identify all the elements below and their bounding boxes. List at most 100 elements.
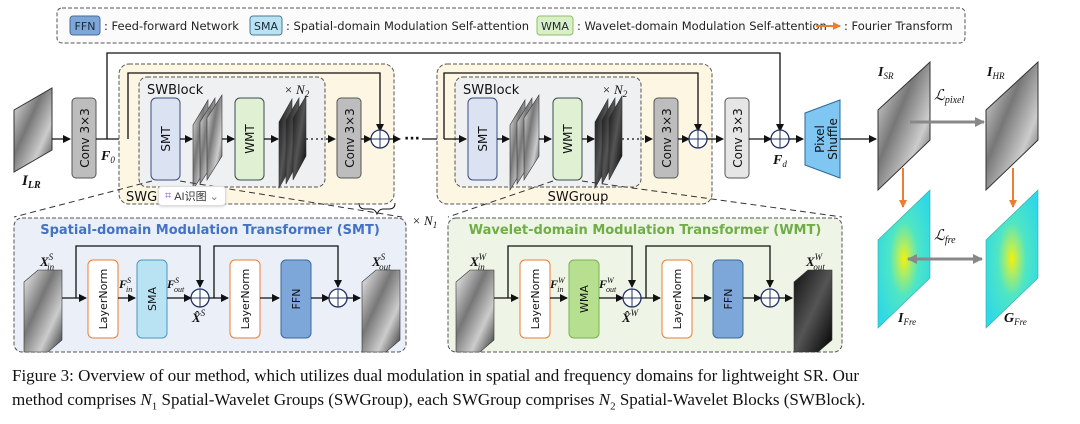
chevron-down-icon: ⌄	[209, 190, 219, 203]
add-icon	[190, 288, 210, 308]
image-sr: ISR	[877, 60, 931, 192]
add-icon	[760, 288, 780, 308]
legend-sma-swatch	[249, 15, 283, 36]
svg-text:Pixel: Pixel	[813, 125, 827, 153]
svg-text:IFre: IFre	[897, 311, 916, 327]
svg-text:SMT: SMT	[159, 126, 173, 152]
ffn-block-smt	[280, 259, 312, 339]
svg-text:ILR: ILR	[21, 173, 41, 191]
swblock-1-label: SWBlock	[147, 83, 204, 98]
legend-ffn-swatch	[69, 15, 101, 36]
feature-maps-wavelet-2	[594, 94, 623, 190]
feature-maps-spatial-1	[192, 93, 223, 192]
svg-text:X̂W: X̂W	[621, 308, 640, 325]
pixel-shuffle: Pixel Shuffle	[804, 99, 841, 179]
svg-text:ISR: ISR	[877, 65, 894, 81]
legend-fourier-text: : Fourier Transform	[844, 19, 953, 33]
add-icon	[370, 129, 390, 149]
svg-text:LayerNorm: LayerNorm	[529, 269, 542, 330]
input-image-lr: ILR	[13, 87, 53, 191]
repeat-n1: × N1	[412, 213, 437, 230]
smt-panel: Spatial-domain Modulation Transformer (S…	[13, 217, 407, 353]
add-icon	[622, 288, 642, 308]
legend-wma-text: : Wavelet-domain Modulation Self-attenti…	[577, 19, 827, 33]
caption-line-1: Figure 3: Overview of our method, which …	[12, 366, 860, 385]
smt-layernorm-1	[87, 259, 119, 339]
conv-3x3-group-1	[336, 97, 362, 179]
add-icon	[328, 288, 348, 308]
swgroup-1-label: SWGr	[126, 190, 163, 205]
f0-label: F0	[100, 149, 115, 165]
svg-text:LayerNorm: LayerNorm	[671, 269, 684, 330]
spectrum-i-fre: IFre	[877, 189, 931, 329]
brace-n1	[358, 202, 396, 216]
feature-maps-spatial-2	[509, 93, 540, 192]
wma-block	[568, 259, 600, 339]
caption-line-2: method comprises N1 Spatial-Wavelet Grou…	[12, 390, 866, 413]
wmt-panel: Wavelet-domain Modulation Transformer (W…	[447, 217, 843, 353]
spectrum-g-fre: GFre	[985, 189, 1039, 329]
image-hr: IHR	[985, 60, 1039, 192]
svg-text:Conv 3×3: Conv 3×3	[343, 108, 357, 168]
svg-text:FFN: FFN	[722, 289, 735, 310]
ellipsis: ···	[404, 131, 420, 147]
svg-text:GFre: GFre	[1004, 311, 1027, 327]
swgroup-2-label: SWGroup	[548, 190, 609, 205]
method-diagram: FFN : Feed-forward Network SMA : Spatial…	[13, 7, 1039, 353]
sma-block	[136, 259, 168, 339]
svg-text:SMA: SMA	[146, 287, 159, 311]
add-icon	[688, 129, 708, 149]
conv-3x3-tail: Conv 3×3	[724, 97, 750, 179]
swblock-1	[138, 76, 326, 188]
svg-text:WMT: WMT	[243, 124, 257, 154]
svg-text:LayerNorm: LayerNorm	[239, 269, 252, 330]
conv-3x3-head: Conv 3×3	[71, 97, 97, 179]
swblock-2-repeat: × N2	[602, 82, 628, 99]
svg-text:Conv 3×3: Conv 3×3	[78, 108, 92, 168]
ffn-block-wmt	[712, 259, 744, 339]
svg-text:X̂S: X̂S	[191, 308, 206, 325]
legend: FFN : Feed-forward Network SMA : Spatial…	[56, 7, 966, 44]
svg-text:Conv 3×3: Conv 3×3	[731, 108, 745, 168]
wmt-layernorm-1	[519, 259, 551, 339]
scan-icon: ⌗	[165, 189, 172, 202]
svg-text:WMA: WMA	[578, 285, 591, 313]
ai-badge-label: AI识图	[174, 191, 207, 203]
fd-label: Fd	[772, 153, 787, 169]
svg-text:SMT: SMT	[476, 126, 490, 152]
svg-text:LayerNorm: LayerNorm	[97, 269, 110, 330]
swgroup-2: SWBlock × N2 SMT WMT Conv 3×3 SWGroup	[436, 63, 713, 205]
svg-text:WMT: WMT	[561, 124, 575, 154]
pixel-loss-label: ℒpixel	[934, 88, 964, 106]
legend-wma-swatch	[536, 15, 574, 36]
ai-recognize-button[interactable]: ⌗ AI识图 ⌄	[158, 186, 226, 206]
svg-text:Conv 3×3: Conv 3×3	[660, 108, 674, 168]
swblock-2-label: SWBlock	[463, 83, 520, 98]
legend-ffn-text: : Feed-forward Network	[104, 19, 239, 33]
smt-layernorm-2	[229, 259, 261, 339]
wmt-panel-title: Wavelet-domain Modulation Transformer (W…	[469, 223, 822, 238]
svg-text:Shuffle: Shuffle	[826, 118, 840, 160]
add-icon	[770, 129, 790, 149]
feature-maps-wavelet-1	[278, 94, 307, 190]
global-skip-connection	[106, 52, 784, 139]
legend-sma-text: : Spatial-domain Modulation Self-attenti…	[286, 19, 529, 33]
swblock-1-repeat: × N2	[284, 82, 310, 99]
figure-caption: Figure 3: Overview of our method, which …	[12, 364, 1072, 418]
legend-wma-tag: WMA	[541, 20, 569, 33]
freq-loss-label: ℒfre	[934, 228, 956, 246]
svg-text:IHR: IHR	[986, 65, 1005, 81]
legend-sma-tag: SMA	[254, 20, 278, 33]
svg-text:FFN: FFN	[290, 289, 303, 310]
smt-panel-title: Spatial-domain Modulation Transformer (S…	[40, 223, 380, 238]
legend-ffn-tag: FFN	[75, 20, 96, 33]
swgroup-1: SWBlock × N2 SMT WMT Conv 3×3 SWGr	[118, 63, 395, 205]
swblock-2	[454, 76, 642, 188]
